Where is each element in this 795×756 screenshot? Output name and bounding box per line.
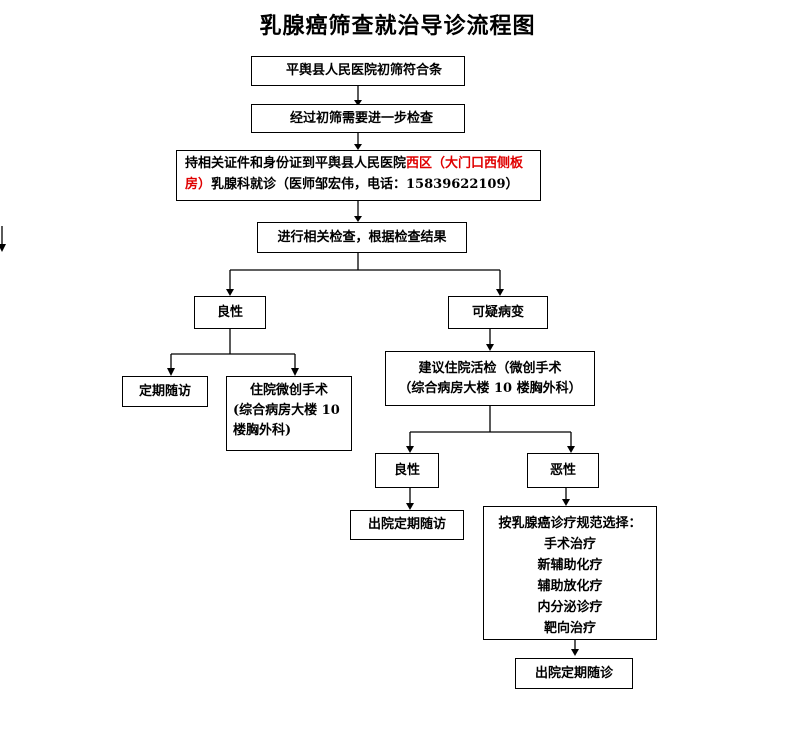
followup-text: 定期随访 <box>138 383 191 399</box>
step-exam-result-text: 进行相关检查，根据检查结果 <box>277 229 447 245</box>
suspicious-label: 可疑病变 <box>471 304 524 320</box>
benign2-label: 良性 <box>393 462 420 478</box>
final-followup-text: 出院定期随诊 <box>534 665 613 681</box>
benign2-box: 良性 <box>375 453 439 488</box>
step-further-exam: 经过初筛需要进一步检查 <box>251 104 465 133</box>
treatment-item: 辅助放化疗 <box>537 579 603 594</box>
surgery-line3: 楼胸外科) <box>233 423 292 438</box>
step-further-exam-text: 经过初筛需要进一步检查 <box>290 110 434 126</box>
treatment-title: 按乳腺癌诊疗规范选择： <box>498 516 642 531</box>
step-visit: 持相关证件和身份证到平舆县人民医院西区（大门口西侧板房）乳腺科就诊（医师邹宏伟，… <box>176 150 541 201</box>
step-visit-contact: 乳腺科就诊（医师邹宏伟，电话：15839622109） <box>211 177 519 192</box>
malignant-box: 恶性 <box>527 453 599 488</box>
surgery-line2: (综合病房大楼 10 <box>233 403 340 418</box>
benign-box: 良性 <box>194 296 266 329</box>
page-title: 乳腺癌筛查就治导诊流程图 <box>259 13 536 39</box>
followup-box: 定期随访 <box>122 376 208 407</box>
benign-label: 良性 <box>216 304 243 320</box>
malignant-label: 恶性 <box>549 462 576 478</box>
biopsy-line2: （综合病房大楼 10 楼胸外科） <box>398 380 582 396</box>
step-exam-result: 进行相关检查，根据检查结果 <box>257 222 467 253</box>
suspicious-box: 可疑病变 <box>448 296 548 329</box>
benign2-followup-box: 出院定期随访 <box>350 510 464 540</box>
final-followup-box: 出院定期随诊 <box>515 658 633 689</box>
step-visit-text: 持相关证件和身份证到平舆县人民医院 <box>185 156 407 171</box>
benign2-followup-text: 出院定期随访 <box>367 517 446 532</box>
biopsy-line1: 建议住院活检（微创手术 <box>418 360 562 376</box>
treatment-item: 新辅助化疗 <box>537 558 603 573</box>
surgery-line1: 住院微创手术 <box>249 383 328 398</box>
biopsy-box: 建议住院活检（微创手术 （综合病房大楼 10 楼胸外科） <box>385 351 595 406</box>
surgery-box: 住院微创手术 (综合病房大楼 10 楼胸外科) <box>226 376 352 451</box>
treatment-item: 内分泌诊疗 <box>537 600 603 615</box>
treatment-item: 靶向治疗 <box>543 621 596 636</box>
step-screen-pass: 平舆县人民医院初筛符合条 <box>251 56 465 86</box>
treatment-item: 手术治疗 <box>543 537 596 552</box>
step-screen-pass-text: 平舆县人民医院初筛符合条 <box>286 63 443 78</box>
treatment-box: 按乳腺癌诊疗规范选择： 手术治疗 新辅助化疗 辅助放化疗 内分泌诊疗 靶向治疗 <box>483 506 657 640</box>
step-visit-location: 西区（大门口西侧板房） <box>185 156 524 192</box>
